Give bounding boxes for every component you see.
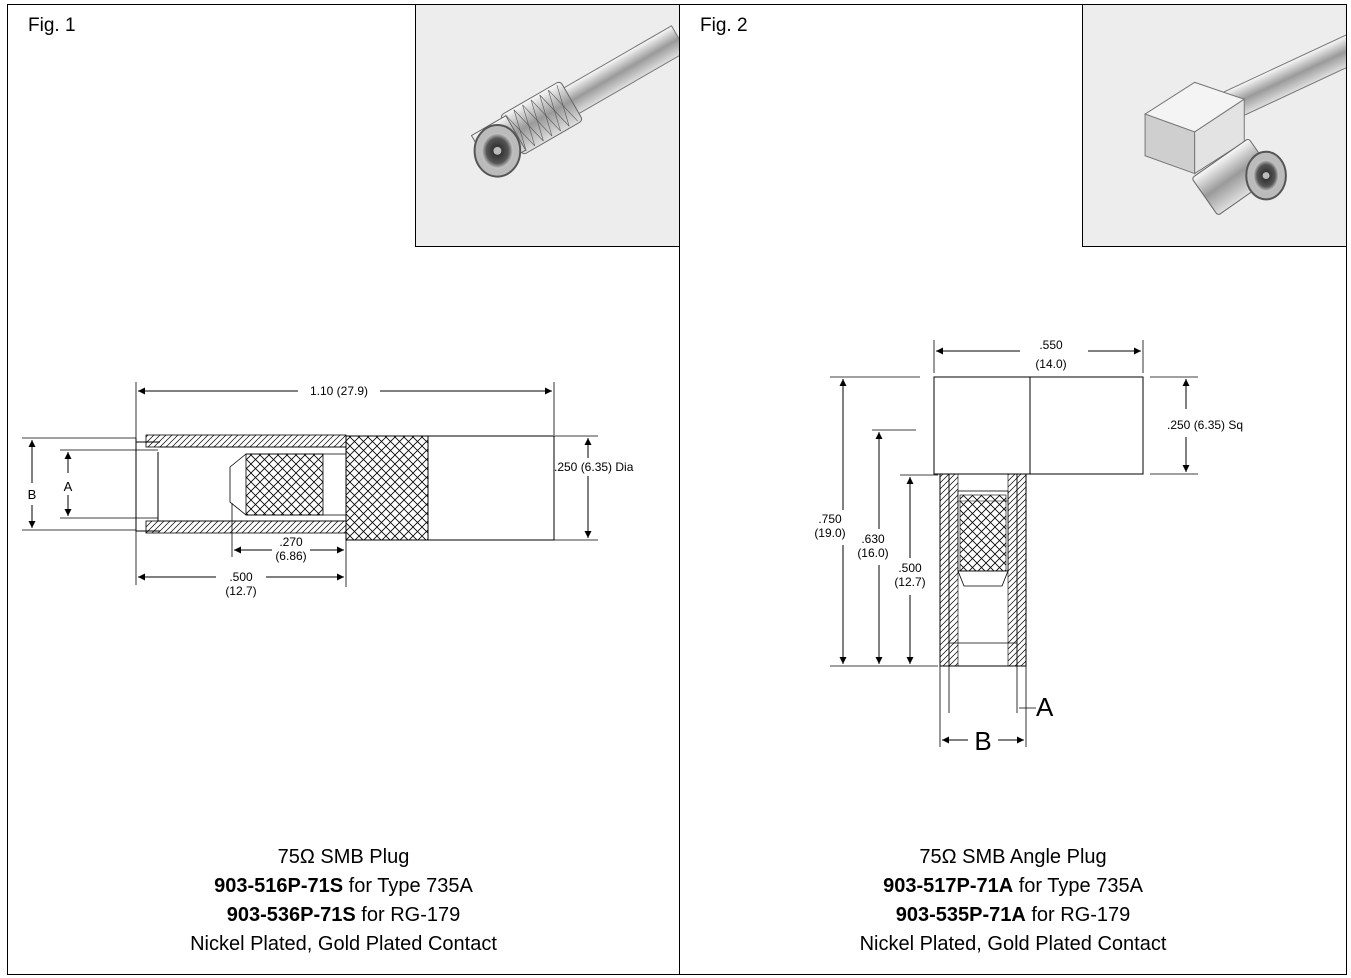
plating-note: Nickel Plated, Gold Plated Contact [190, 933, 497, 955]
smb-angle-plug-drawing: .550 (14.0) .250 (6.35) Sq .750 (19.0) [814, 338, 1243, 756]
dim-500-mm-label: (12.7) [225, 584, 256, 598]
dim-500-label: .500 [229, 570, 253, 584]
dim-550-mm-label: (14.0) [1035, 357, 1066, 371]
smb-plug-drawing: 1.10 (27.9) .250 (6.35) Dia B [22, 382, 634, 598]
dim-270-label: .270 [279, 535, 303, 549]
square-label: .250 (6.35) Sq [1167, 418, 1243, 432]
part-number: 903-535P-71A [895, 904, 1026, 926]
dim-630-mm-label: (16.0) [857, 546, 888, 560]
smb-angle-plug-photo [1082, 4, 1347, 247]
part-note: for Type 735A [1013, 875, 1143, 897]
part-note: for RG-179 [1025, 904, 1131, 926]
dim-500-label: .500 [898, 561, 922, 575]
part-note: for RG-179 [355, 904, 461, 926]
figure-1-caption: 75Ω SMB Plug 903-516P-71S for Type 735A … [8, 843, 679, 959]
dim-270-mm-label: (6.86) [275, 549, 306, 563]
part-number: 903-536P-71S [226, 904, 356, 926]
dim-b-label: B [974, 726, 991, 756]
plating-note: Nickel Plated, Gold Plated Contact [859, 933, 1167, 955]
figure-2-label: Fig. 2 [700, 15, 748, 36]
part-number: 903-517P-71A [883, 875, 1014, 897]
dim-750-mm-label: (19.0) [814, 526, 845, 540]
overall-length-label: 1.10 (27.9) [310, 384, 368, 398]
dim-550-label: .550 [1039, 338, 1063, 352]
dim-a-label: A [64, 479, 73, 494]
dim-500-mm-label: (12.7) [894, 575, 925, 589]
diameter-label: .250 (6.35) Dia [554, 460, 634, 474]
dim-750-label: .750 [818, 512, 842, 526]
figure-2-panel: Fig. 2 .550 (14.0) [679, 4, 1347, 975]
caption-title: 75Ω SMB Plug [277, 846, 410, 868]
dim-b-label: B [28, 487, 37, 502]
caption-title: 75Ω SMB Angle Plug [919, 846, 1107, 868]
dim-630-label: .630 [861, 532, 885, 546]
figure-1-label: Fig. 1 [28, 15, 76, 36]
part-note: for Type 735A [343, 875, 473, 897]
figure-1-panel: Fig. 1 1.10 (27.9) [7, 4, 680, 975]
part-number: 903-516P-71S [214, 875, 344, 897]
dim-a-label: A [1036, 692, 1054, 722]
figure-2-caption: 75Ω SMB Angle Plug 903-517P-71A for Type… [680, 843, 1346, 959]
